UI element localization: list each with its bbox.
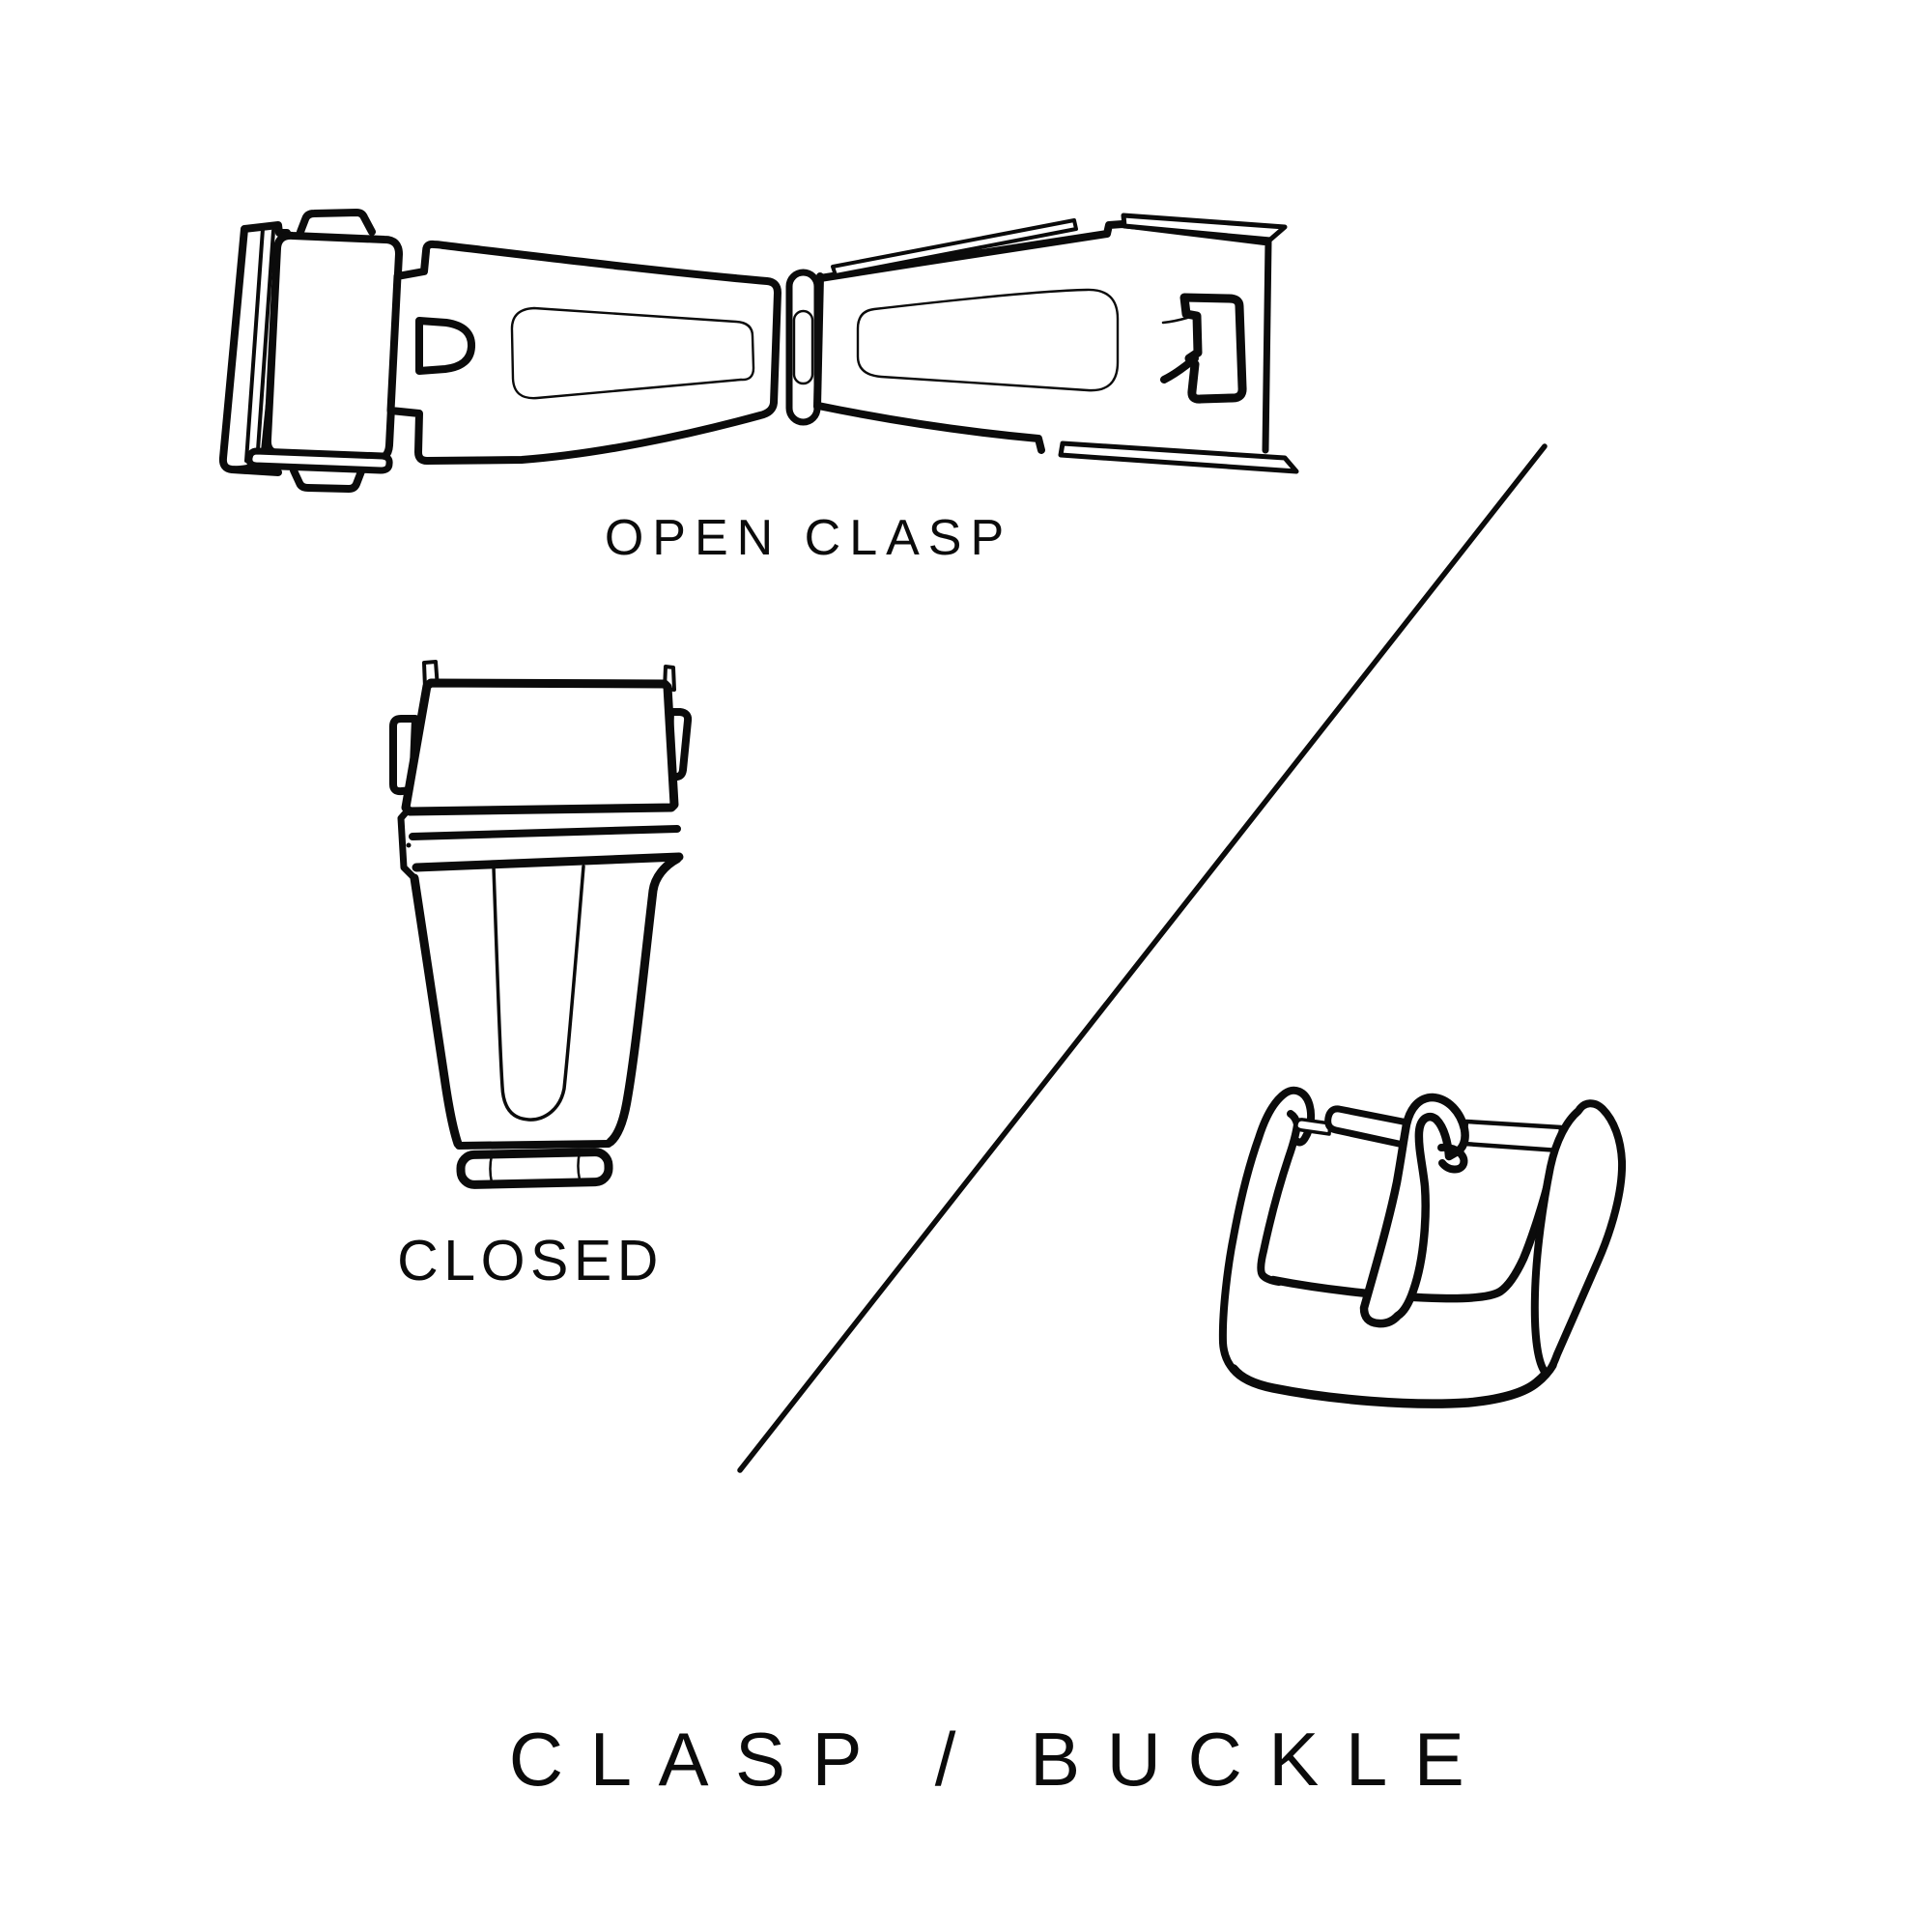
page-title: CLASP / BUCKLE <box>509 1717 1492 1802</box>
open-clasp-hinge-pin <box>792 309 814 385</box>
closed-clasp-cover <box>401 678 679 816</box>
closed-clasp-end-bar <box>456 1148 613 1189</box>
closed-clasp-left-flap <box>397 807 418 882</box>
open-clasp-left-plate-edge-2 <box>255 229 275 466</box>
divider-line <box>737 443 1548 1473</box>
buckle-bottom-edge <box>1229 1360 1557 1408</box>
open-clasp-right-arm-bottom-edge <box>814 402 1045 454</box>
open-clasp-left-plate-edge-1 <box>244 227 265 463</box>
buckle-illustration <box>1218 1086 1627 1408</box>
open-clasp-hook-tail <box>1160 355 1199 384</box>
closed-clasp-body-bottom-edge <box>455 1140 612 1150</box>
open-clasp-block-bottom-tab <box>290 467 365 493</box>
open-clasp-right-arm-left-edge <box>813 272 824 411</box>
open-clasp-hook-hole <box>415 317 475 375</box>
open-clasp-right-arm-top-strip <box>831 218 1078 277</box>
buckle-left-arm-inner <box>1257 1110 1301 1286</box>
closed-clasp-band-line-1 <box>409 825 681 840</box>
open-clasp-block <box>263 231 403 464</box>
closed-clasp-label: CLOSED <box>397 1229 664 1293</box>
open-clasp-right-arm-window <box>856 288 1120 392</box>
open-clasp-illustration <box>218 209 1299 493</box>
closed-clasp-band-line-2 <box>412 852 684 872</box>
closed-clasp-end-bar-line-left <box>489 1153 494 1184</box>
buckle-pin-middle <box>1324 1105 1416 1148</box>
closed-clasp-body-right-edge <box>606 854 682 1147</box>
closed-clasp-window <box>492 865 585 1122</box>
open-clasp-block-top-tab <box>297 209 376 236</box>
buckle-pin-right <box>1462 1119 1564 1153</box>
closed-clasp-illustration <box>389 660 693 1189</box>
closed-clasp-flap-dot <box>406 842 412 848</box>
buckle-tongue-tip-curl <box>1437 1143 1468 1174</box>
open-clasp-hook <box>1179 293 1247 404</box>
closed-clasp-body-left-edge <box>410 873 463 1149</box>
open-clasp-label: OPEN CLASP <box>605 510 1012 566</box>
buckle-pin-left <box>1294 1118 1332 1136</box>
buckle-tongue <box>1359 1093 1469 1328</box>
buckle-right-arm <box>1530 1099 1627 1377</box>
closed-clasp-end-bar-line-right <box>577 1151 582 1181</box>
open-clasp-hook-line <box>1161 316 1189 325</box>
open-clasp-right-arm-end-plate <box>1262 238 1272 454</box>
open-clasp-block-band <box>245 447 393 474</box>
open-clasp-left-arm <box>386 240 781 465</box>
open-clasp-left-arm-window <box>510 306 755 400</box>
open-clasp-right-arm-bottom-flange <box>1058 440 1299 474</box>
